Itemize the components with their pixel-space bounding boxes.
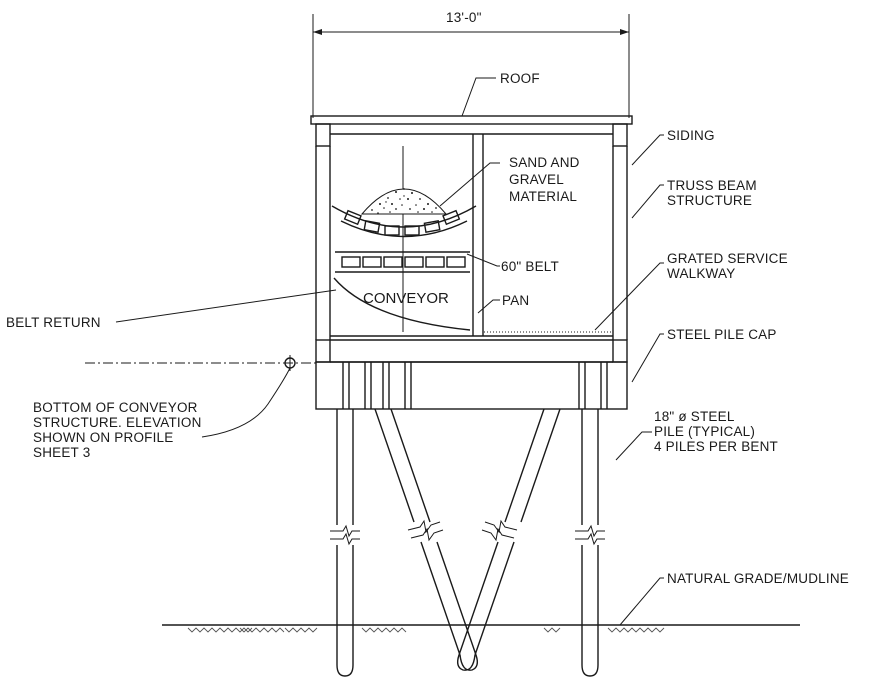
mudline-hatching: [187, 627, 665, 633]
label-sand-line2: GRAVEL: [509, 172, 564, 187]
label-pile-cap: STEEL PILE CAP: [667, 327, 777, 342]
label-bottom-line4: SHEET 3: [33, 445, 90, 460]
label-truss-line2: STRUCTURE: [667, 193, 752, 208]
overall-width-dimension: [312, 14, 630, 118]
label-sand-line1: SAND AND: [509, 155, 580, 170]
pile-break-symbols: [330, 519, 605, 546]
elevation-marker: [85, 355, 316, 371]
truss-frame: [315, 123, 628, 363]
label-belt-return: BELT RETURN: [6, 315, 101, 330]
label-pan: PAN: [502, 293, 529, 308]
leader-lines: [115, 77, 664, 626]
label-pile-line1: 18" ø STEEL: [654, 409, 735, 424]
vertical-pile-right: [581, 409, 599, 677]
label-conveyor: CONVEYOR: [363, 290, 449, 307]
return-idler: [335, 251, 470, 273]
label-walkway-line1: GRATED SERVICE: [667, 251, 788, 266]
label-belt: 60" BELT: [501, 259, 559, 274]
label-roof: ROOF: [500, 71, 540, 86]
batter-pile-left: [374, 408, 479, 671]
gravel-texture: [371, 188, 437, 214]
troughing-idlers: [331, 205, 477, 238]
steel-pile-cap: [315, 361, 628, 410]
roof-slab: [310, 115, 633, 125]
sand-gravel-pile: [360, 188, 448, 215]
vertical-pile-left: [336, 409, 354, 677]
dimension-label: 13'-0": [446, 10, 482, 25]
label-bottom-line1: BOTTOM OF CONVEYOR: [33, 400, 198, 415]
label-siding: SIDING: [667, 128, 715, 143]
label-pile-line2: PILE (TYPICAL): [654, 424, 755, 439]
label-truss-line1: TRUSS BEAM: [667, 178, 757, 193]
label-sand-line3: MATERIAL: [509, 189, 577, 204]
label-pile-line3: 4 PILES PER BENT: [654, 439, 778, 454]
label-bottom-line2: STRUCTURE. ELEVATION: [33, 415, 202, 430]
label-walkway-line2: WALKWAY: [667, 266, 735, 281]
label-grade: NATURAL GRADE/MUDLINE: [667, 571, 849, 586]
return-belt-pan: [333, 277, 471, 331]
label-bottom-line3: SHOWN ON PROFILE: [33, 430, 173, 445]
batter-pile-right: [456, 408, 561, 671]
